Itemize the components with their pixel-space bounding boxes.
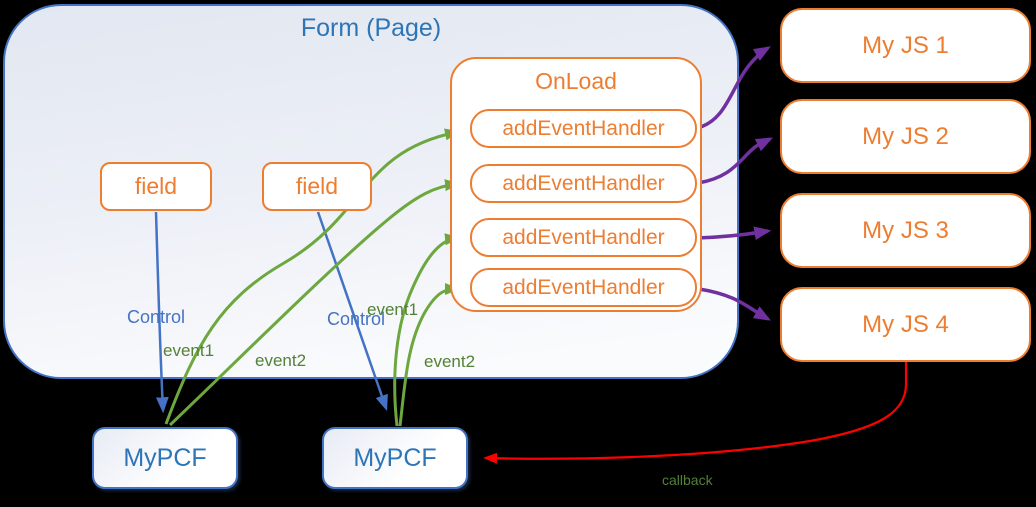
- my-pcf-node-1: MyPCF: [92, 427, 238, 489]
- control-label-left: Control: [127, 307, 186, 327]
- event1-label-left: event1: [163, 341, 215, 360]
- onload-title: OnLoad: [535, 68, 617, 94]
- my-js-node-3: My JS 3: [780, 193, 1031, 268]
- my-js-node-2: My JS 2: [780, 99, 1031, 174]
- event1-label-right: event1: [367, 300, 419, 319]
- callback-label: callback: [662, 472, 713, 488]
- event2-label-left: event2: [255, 351, 307, 370]
- field-node-1: field: [100, 162, 212, 211]
- event1-arrow-right: [393, 233, 460, 427]
- callback-arrow: [483, 362, 908, 464]
- control-label-right: Control: [327, 309, 386, 329]
- add-event-handler-node-4: addEventHandler: [470, 268, 697, 307]
- my-js-node-4: My JS 4: [780, 287, 1031, 362]
- control-arrow-left: [154, 211, 169, 414]
- form-page-title: Form (Page): [300, 14, 442, 42]
- handler3-to-myjs3-arrow: [696, 226, 772, 240]
- event2-arrow-left: [168, 179, 460, 427]
- event1-arrow-left: [164, 128, 460, 425]
- my-js-node-1: My JS 1: [780, 8, 1031, 83]
- my-pcf-node-2: MyPCF: [322, 427, 468, 489]
- add-event-handler-node-2: addEventHandler: [470, 164, 697, 203]
- field-node-2: field: [262, 162, 372, 211]
- event2-label-right: event2: [424, 352, 476, 371]
- handler4-to-myjs4-arrow: [698, 287, 771, 321]
- handler1-to-myjs1-arrow: [696, 46, 771, 130]
- event2-arrow-right: [398, 283, 460, 427]
- handler2-to-myjs2-arrow: [697, 137, 774, 185]
- control-arrow-right: [316, 211, 388, 412]
- add-event-handler-node-3: addEventHandler: [470, 218, 697, 257]
- add-event-handler-node-1: addEventHandler: [470, 109, 697, 148]
